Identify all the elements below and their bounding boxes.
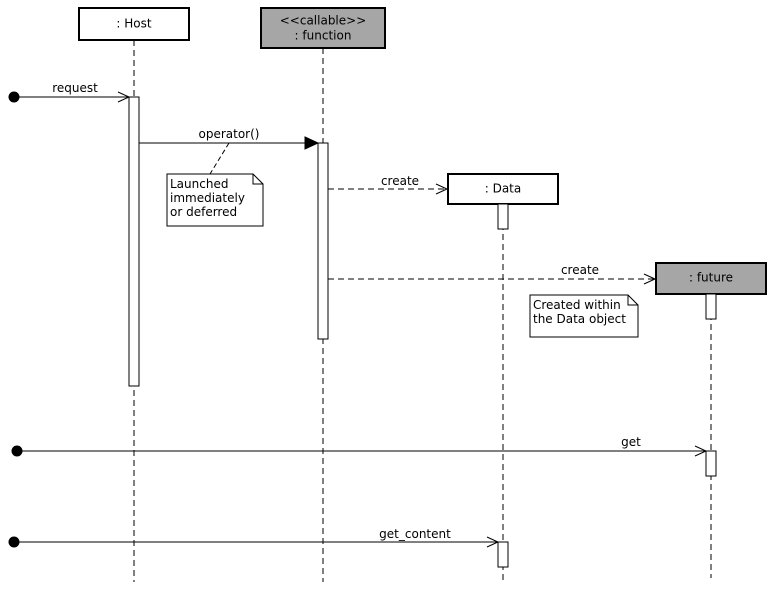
note-created-within: Created within the Data object xyxy=(529,294,639,338)
message-operator-label: operator() xyxy=(199,127,260,141)
message-request: request xyxy=(8,81,131,103)
note-launch: Launched immediately or deferred xyxy=(166,142,264,227)
note-shape xyxy=(166,173,264,227)
note-launch-line-3: or deferred xyxy=(170,205,237,219)
participant-function-label: : function xyxy=(295,29,352,43)
message-create-data-label: create xyxy=(381,174,419,188)
message-operator: operator() xyxy=(139,127,320,150)
participant-future: : future xyxy=(655,262,767,295)
stereotyped-box xyxy=(260,7,386,49)
future-activation-create xyxy=(705,293,717,320)
data-activation-get-content xyxy=(497,541,509,568)
stereotyped-box xyxy=(655,262,767,295)
future-activation-get xyxy=(705,450,717,477)
message-get: get xyxy=(11,435,708,457)
note-launch-line-2: immediately xyxy=(170,191,245,205)
message-create-future: create xyxy=(328,263,657,285)
note-created-within-line-2: the Data object xyxy=(533,312,626,326)
note-created-within-line-1: Created within xyxy=(533,298,621,312)
participant-future-label: : future xyxy=(689,271,733,285)
message-get-label: get xyxy=(621,435,641,449)
participant-data-label: : Data xyxy=(485,182,522,196)
note-anchor-line xyxy=(209,142,230,175)
note-launch-line-1: Launched xyxy=(170,177,228,191)
participant-host: : Host xyxy=(78,7,190,41)
host-activation xyxy=(128,96,140,387)
message-get-content: get_content xyxy=(8,527,500,548)
message-create-future-label: create xyxy=(561,263,599,277)
participant-data: : Data xyxy=(447,173,559,205)
message-create-data: create xyxy=(328,174,449,195)
message-get-content-label: get_content xyxy=(379,527,451,541)
function-activation xyxy=(317,142,329,340)
participant-function: <<callable>> : function xyxy=(260,7,386,49)
data-activation-create xyxy=(497,203,509,230)
message-request-label: request xyxy=(52,81,98,95)
participant-function-stereotype: <<callable>> xyxy=(280,14,367,28)
participant-host-label: : Host xyxy=(116,17,151,31)
note-shape xyxy=(529,294,639,338)
